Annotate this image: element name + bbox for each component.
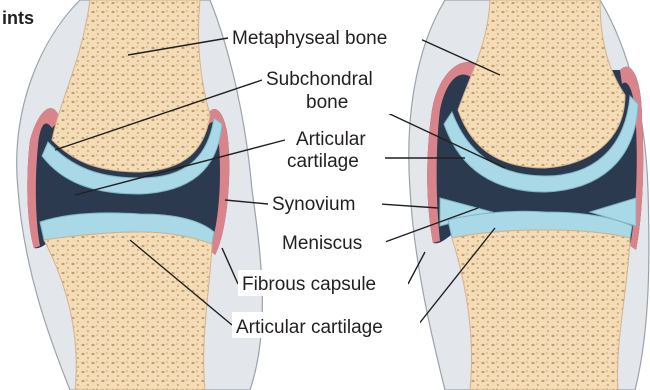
label-subchondral-bone-line1: Subchondral [266,69,373,90]
right-lower-bone [452,230,630,390]
heading-fragment: ints [2,8,34,28]
labels: Metaphyseal bone Subchondral bone Articu… [228,22,422,338]
label-subchondral-bone-line2: bone [306,92,348,113]
label-articular-cartilage-upper-line1: Articular [296,129,366,150]
label-metaphyseal-bone: Metaphyseal bone [232,28,387,49]
label-synovium: Synovium [272,194,355,215]
label-articular-cartilage-upper-line2: cartilage [287,151,359,172]
right-joint [409,0,649,390]
left-joint [17,0,263,390]
label-fibrous-capsule: Fibrous capsule [242,274,376,295]
label-articular-cartilage-lower: Articular cartilage [236,317,383,338]
label-meniscus: Meniscus [282,233,362,254]
